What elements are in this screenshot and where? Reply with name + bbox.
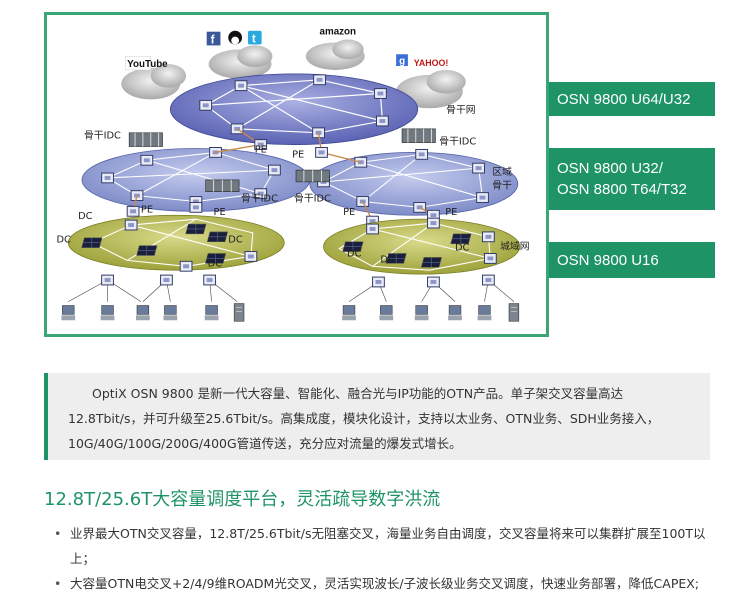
pe-label: PE <box>292 149 304 160</box>
youtube-logo: YouTube <box>127 59 168 70</box>
product-label-u16: OSN 9800 U16 <box>549 242 715 278</box>
cloud-social-icon: f t <box>206 30 273 79</box>
intro-box: OptiX OSN 9800 是新一代大容量、智能化、融合光与IP功能的OTN产… <box>44 373 710 460</box>
backbone-idc-mid-label: 骨干IDC <box>241 192 278 204</box>
pe-label: PE <box>255 144 267 155</box>
product-line: OSN 9800 U16 <box>557 251 659 269</box>
product-label-u32: OSN 9800 U32/ OSN 8800 T64/T32 <box>549 148 715 210</box>
feature-bullet: 大容量OTN电交叉+2/4/9维ROADM光交叉，灵活实现波长/子波长级业务交叉… <box>44 571 710 596</box>
backbone-ring <box>169 73 419 145</box>
cloud-amazon-icon: amazon <box>305 27 365 70</box>
pe-label: PE <box>141 204 153 215</box>
cloud-youtube-icon: YouTube <box>121 55 187 100</box>
dc-label: DC <box>455 243 470 254</box>
pe-label: PE <box>343 207 355 218</box>
region-label: 骨干 <box>492 180 512 192</box>
feature-list: 业界最大OTN交叉容量，12.8T/25.6Tbit/s无阻塞交叉，海量业务自由… <box>44 521 710 596</box>
product-line: OSN 9800 U32/ <box>557 160 663 177</box>
region-label: 区域 <box>492 165 512 178</box>
regional-ring-right <box>309 148 519 216</box>
dc-label: DC <box>57 235 72 246</box>
amazon-logo: amazon <box>320 27 356 38</box>
pe-label: PE <box>445 207 457 218</box>
metro-net-label: 城域网 <box>500 240 529 253</box>
intro-text: OptiX OSN 9800 是新一代大容量、智能化、融合光与IP功能的OTN产… <box>68 386 660 451</box>
twitter-logo: t <box>252 32 256 45</box>
metro-ring-left <box>67 214 285 272</box>
product-line: OSN 8800 T64/T32 <box>557 181 687 198</box>
feature-bullet: 业界最大OTN交叉容量，12.8T/25.6Tbit/s无阻塞交叉，海量业务自由… <box>44 521 710 571</box>
dc-label: DC <box>347 248 362 259</box>
google-logo: g <box>399 56 405 67</box>
dc-label: DC <box>228 235 243 246</box>
backbone-idc-right-label: 骨干IDC <box>439 136 476 148</box>
idc-rack-icons <box>128 128 436 192</box>
yahoo-logo: YAHOO! <box>414 58 449 68</box>
metro-ring-right <box>323 217 521 275</box>
pe-label: PE <box>214 207 226 218</box>
section-heading: 12.8T/25.6T大容量调度平台，灵活疏导数字洪流 <box>44 489 441 510</box>
regional-ring-left <box>81 147 311 212</box>
backbone-idc-left-label: 骨干IDC <box>84 130 121 142</box>
network-diagram: YouTube f t amazon g YAHOO! <box>44 12 549 337</box>
dc-label: DC <box>78 211 93 222</box>
backbone-idc-center-label: 骨干IDC <box>294 192 331 204</box>
product-label-u64: OSN 9800 U64/U32 <box>549 82 715 116</box>
backbone-net-label: 骨干网 <box>446 104 475 116</box>
facebook-logo: f <box>211 33 215 46</box>
dc-label: DC <box>380 254 395 265</box>
dc-label: DC <box>208 258 223 269</box>
product-line: OSN 9800 U64/U32 <box>557 90 691 108</box>
access-links <box>68 279 515 302</box>
end-device-icons <box>60 303 520 322</box>
